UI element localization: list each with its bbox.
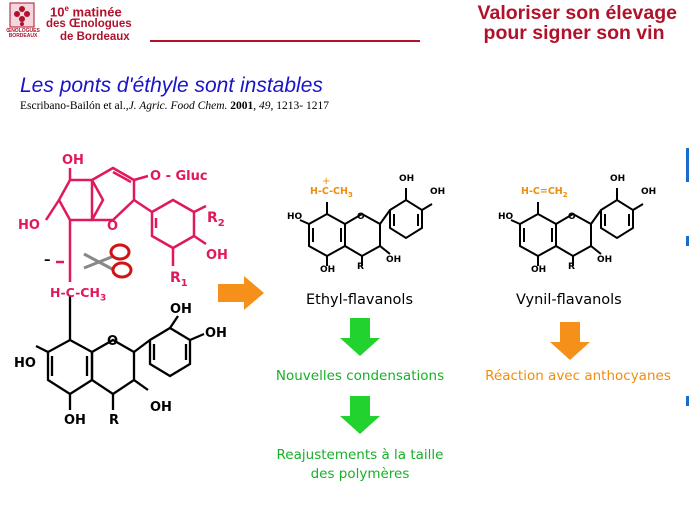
- logo-text: ŒNOLOGUES BORDEAUX: [6, 28, 40, 39]
- header-rule: [150, 40, 420, 42]
- matinee-number: 10: [50, 4, 65, 20]
- ef-oh-bottom: OH: [320, 265, 336, 275]
- anth-r2-sub: 2: [217, 217, 225, 229]
- matinee-word: matinée: [72, 4, 122, 20]
- matinee-title: 10e matinée des Œnologues de Bordeaux: [46, 2, 132, 44]
- matinee-sup: e: [64, 4, 69, 13]
- ef-hcch3-sub: 3: [347, 190, 353, 199]
- vf-oh-c3: OH: [597, 255, 613, 265]
- reajustements: Reajustements à la taille des polymères: [250, 446, 470, 484]
- anthocyanin-structure: [44, 166, 207, 282]
- reajustements-line2: des polymères: [310, 466, 410, 482]
- slide-header: ŒNOLOGUES BORDEAUX 10e matinée des Œnolo…: [0, 0, 689, 46]
- ef-oh-right: OH: [430, 187, 446, 197]
- anth-r2: R2: [207, 210, 225, 229]
- anth-ho-left: HO: [18, 218, 40, 233]
- ethyl-flavanols-label: Ethyl-flavanols: [306, 292, 414, 308]
- ref-year: 2001: [230, 100, 254, 112]
- flavanol-structure-left: [35, 296, 205, 410]
- ethyl-flavanol-structure: [299, 188, 433, 266]
- anth-r1: R1: [170, 270, 188, 289]
- vinyl-flavanol-structure: [510, 188, 644, 266]
- green-down-arrow-icon-1: [340, 318, 380, 356]
- oenologues-logo: ŒNOLOGUES BORDEAUX: [2, 2, 42, 40]
- ref-pages: 1213- 1217: [276, 100, 329, 112]
- vf-h-c-ch2: H-C=CH2: [521, 186, 568, 199]
- vf-oh-right: OH: [641, 187, 657, 197]
- orange-down-arrow-icon: [550, 322, 590, 360]
- reajustements-line1: Reajustements à la taille: [276, 447, 444, 463]
- edge-mark-3: [686, 396, 689, 406]
- vf-r: R: [568, 262, 575, 272]
- anth-r1-sub: 1: [180, 277, 188, 289]
- anth-h-c-ch3: H-C-CH3: [50, 285, 106, 304]
- anth-oh-top: OH: [62, 153, 84, 168]
- slogan-line2: pour signer son vin: [483, 22, 665, 44]
- vf-ho-left: HO: [498, 212, 514, 222]
- green-down-arrow-icon-2: [340, 396, 380, 434]
- ef-oh-top: OH: [399, 174, 415, 184]
- vf-hcch2-sub: 2: [562, 190, 568, 199]
- ref-journal: J. Agric. Food Chem.: [128, 100, 228, 112]
- ref-volume: 49: [259, 100, 271, 112]
- vf-oh-bottom: OH: [531, 265, 547, 275]
- lf-oh-c3: OH: [150, 400, 172, 415]
- anth-o-ring: O: [107, 219, 119, 234]
- reference: Escribano-Bailón et al.,J. Agric. Food C…: [20, 100, 329, 112]
- ef-plus: +: [322, 176, 331, 187]
- lf-oh-bottom: OH: [64, 413, 86, 428]
- ef-r: R: [357, 262, 364, 272]
- hcch3-text: H-C-CH: [50, 285, 100, 300]
- ef-oh-c3: OH: [386, 255, 402, 265]
- slide-title: Les ponts d'éthyle sont instables: [20, 74, 323, 97]
- anth-o-gluc: O - Gluc: [150, 169, 208, 184]
- anth-r2-letter: R: [207, 210, 218, 226]
- ef-h-c-ch3: H-C-CH3: [310, 186, 353, 199]
- slogan: Valoriser son élevage pour signer son vi…: [478, 3, 677, 43]
- scissors-icon: [83, 243, 133, 279]
- hcch3-sub: 3: [99, 293, 107, 304]
- nouvelles-condensations: Nouvelles condensations: [275, 368, 445, 384]
- ef-ho-left: HO: [287, 212, 303, 222]
- ef-hcch3-text: H-C-CH: [310, 186, 348, 197]
- anth-oh-right: OH: [206, 248, 228, 263]
- grape-logo-icon: [9, 2, 35, 28]
- vf-o-ring: O: [568, 212, 576, 222]
- lf-r: R: [109, 413, 120, 428]
- reaction-anthocyanes: Réaction avec anthocyanes: [485, 368, 671, 384]
- ref-authors: Escribano-Bailón et al.,: [20, 100, 129, 112]
- edge-mark-2: [686, 236, 689, 246]
- anth-r1-letter: R: [170, 270, 181, 286]
- slogan-line1: Valoriser son élevage: [477, 2, 677, 24]
- edge-mark-1: [686, 148, 689, 182]
- matinee-line3: de Bordeaux: [60, 31, 130, 44]
- vynil-flavanols-label: Vynil-flavanols: [516, 292, 622, 308]
- ef-o-ring: O: [357, 212, 365, 222]
- vf-oh-top: OH: [610, 174, 626, 184]
- lf-o-ring: O: [107, 334, 119, 349]
- lf-ho-left: HO: [14, 356, 36, 371]
- orange-right-arrow-icon: [218, 276, 264, 310]
- anth-dash: –: [44, 253, 51, 268]
- lf-oh-right: OH: [205, 326, 227, 341]
- vf-hcch2-text: H-C=CH: [521, 186, 563, 197]
- matinee-line2: des Œnologues: [46, 18, 132, 31]
- lf-oh-top: OH: [170, 302, 192, 317]
